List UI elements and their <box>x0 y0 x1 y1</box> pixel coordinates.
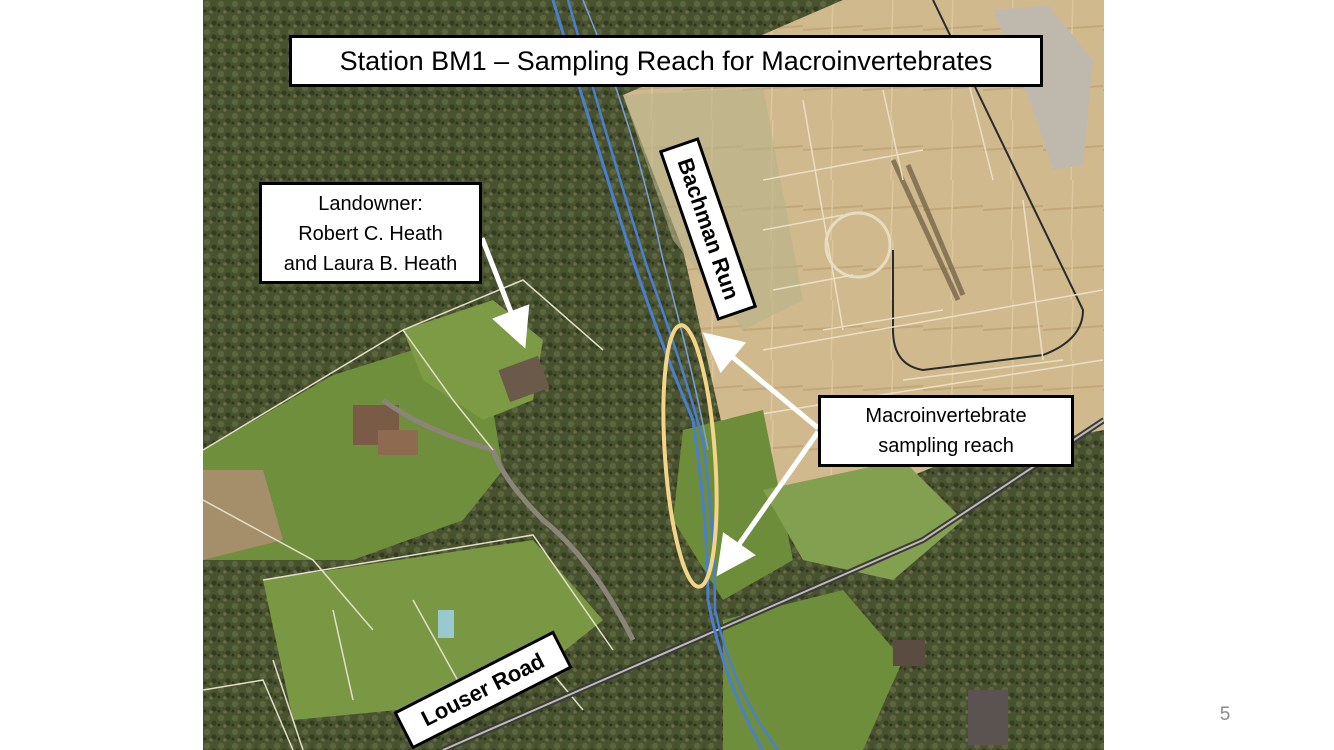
landowner-line-3: and Laura B. Heath <box>283 253 458 275</box>
slide-title: Station BM1 – Sampling Reach for Macroin… <box>289 35 1043 87</box>
sampling-reach-ellipse <box>661 323 719 589</box>
landowner-arrow <box>479 237 530 349</box>
reach-arrow-upper <box>702 332 820 430</box>
page-number: 5 <box>1219 704 1231 725</box>
parcel-lines <box>203 279 614 750</box>
reach-line-1: Macroinvertebrate <box>865 405 1027 427</box>
landowner-label: Landowner: Robert C. Heath and Laura B. … <box>259 182 482 284</box>
development-parcels <box>722 59 1104 421</box>
sampling-reach-label: Macroinvertebrate sampling reach <box>818 395 1074 467</box>
pool <box>438 610 454 638</box>
landowner-line-2: Robert C. Heath <box>298 223 443 245</box>
reach-arrow-lower <box>716 430 821 577</box>
landowner-line-1: Landowner: <box>318 193 423 215</box>
reach-line-2: sampling reach <box>878 435 1014 457</box>
house-landowner <box>498 355 550 403</box>
stream-line <box>551 0 765 750</box>
lawn-area <box>203 350 503 560</box>
